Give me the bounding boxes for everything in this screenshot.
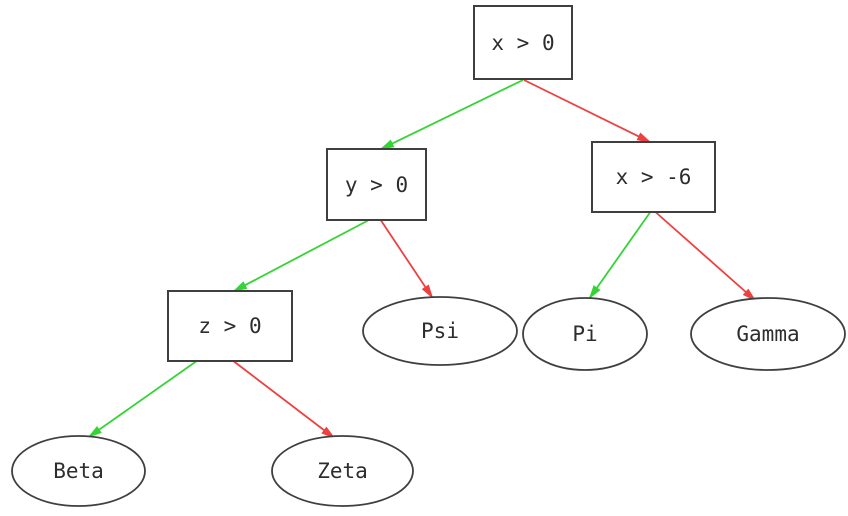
edges-layer: [87, 79, 757, 440]
decision-node-x-gt-neg6-box: [591, 141, 716, 213]
leaf-node-beta-ellipse: [11, 435, 146, 507]
leaf-node-zeta-ellipse: [271, 435, 414, 507]
decision-node-x-gt-neg6: x > -6: [591, 141, 716, 213]
edge-true-root-to-y-gt-0: [379, 79, 524, 151]
leaf-node-psi-ellipse: [362, 296, 518, 366]
edge-false-root-to-x-gt-neg6: [523, 79, 652, 144]
edge-true-x-gt-neg6-to-pi: [588, 211, 651, 300]
leaf-node-beta: Beta: [11, 435, 146, 507]
decision-node-y-gt-0-label: y > 0: [345, 173, 408, 197]
edge-false-z-gt-0-to-zeta: [233, 360, 336, 440]
leaf-node-gamma: Gamma: [690, 297, 846, 371]
leaf-node-zeta: Zeta: [271, 435, 414, 507]
decision-node-root-label: x > 0: [491, 31, 554, 55]
decision-node-x-gt-neg6-label: x > -6: [616, 165, 692, 189]
leaf-node-pi-ellipse: [522, 297, 648, 371]
decision-node-z-gt-0-box: [167, 290, 293, 362]
leaf-node-gamma-ellipse: [690, 297, 846, 371]
edge-false-y-gt-0-to-psi: [380, 220, 434, 299]
leaf-node-pi: Pi: [522, 297, 648, 371]
leaf-node-gamma-label: Gamma: [736, 322, 799, 346]
leaf-node-pi-label: Pi: [572, 322, 597, 346]
edge-true-z-gt-0-to-beta: [87, 360, 197, 439]
decision-node-y-gt-0-box: [326, 148, 427, 221]
decision-node-z-gt-0-label: z > 0: [198, 314, 261, 338]
leaf-node-zeta-label: Zeta: [317, 459, 368, 483]
decision-node-root-box: [473, 5, 573, 80]
leaf-node-beta-label: Beta: [53, 459, 104, 483]
edge-true-y-gt-0-to-z-gt-0: [232, 219, 369, 293]
decision-node-root: x > 0: [473, 5, 573, 80]
decision-node-y-gt-0: y > 0: [326, 148, 427, 221]
leaf-node-psi: Psi: [362, 296, 518, 366]
decision-node-z-gt-0: z > 0: [167, 290, 293, 362]
leaf-node-psi-label: Psi: [421, 319, 459, 343]
edge-false-x-gt-neg6-to-gamma: [655, 211, 757, 302]
